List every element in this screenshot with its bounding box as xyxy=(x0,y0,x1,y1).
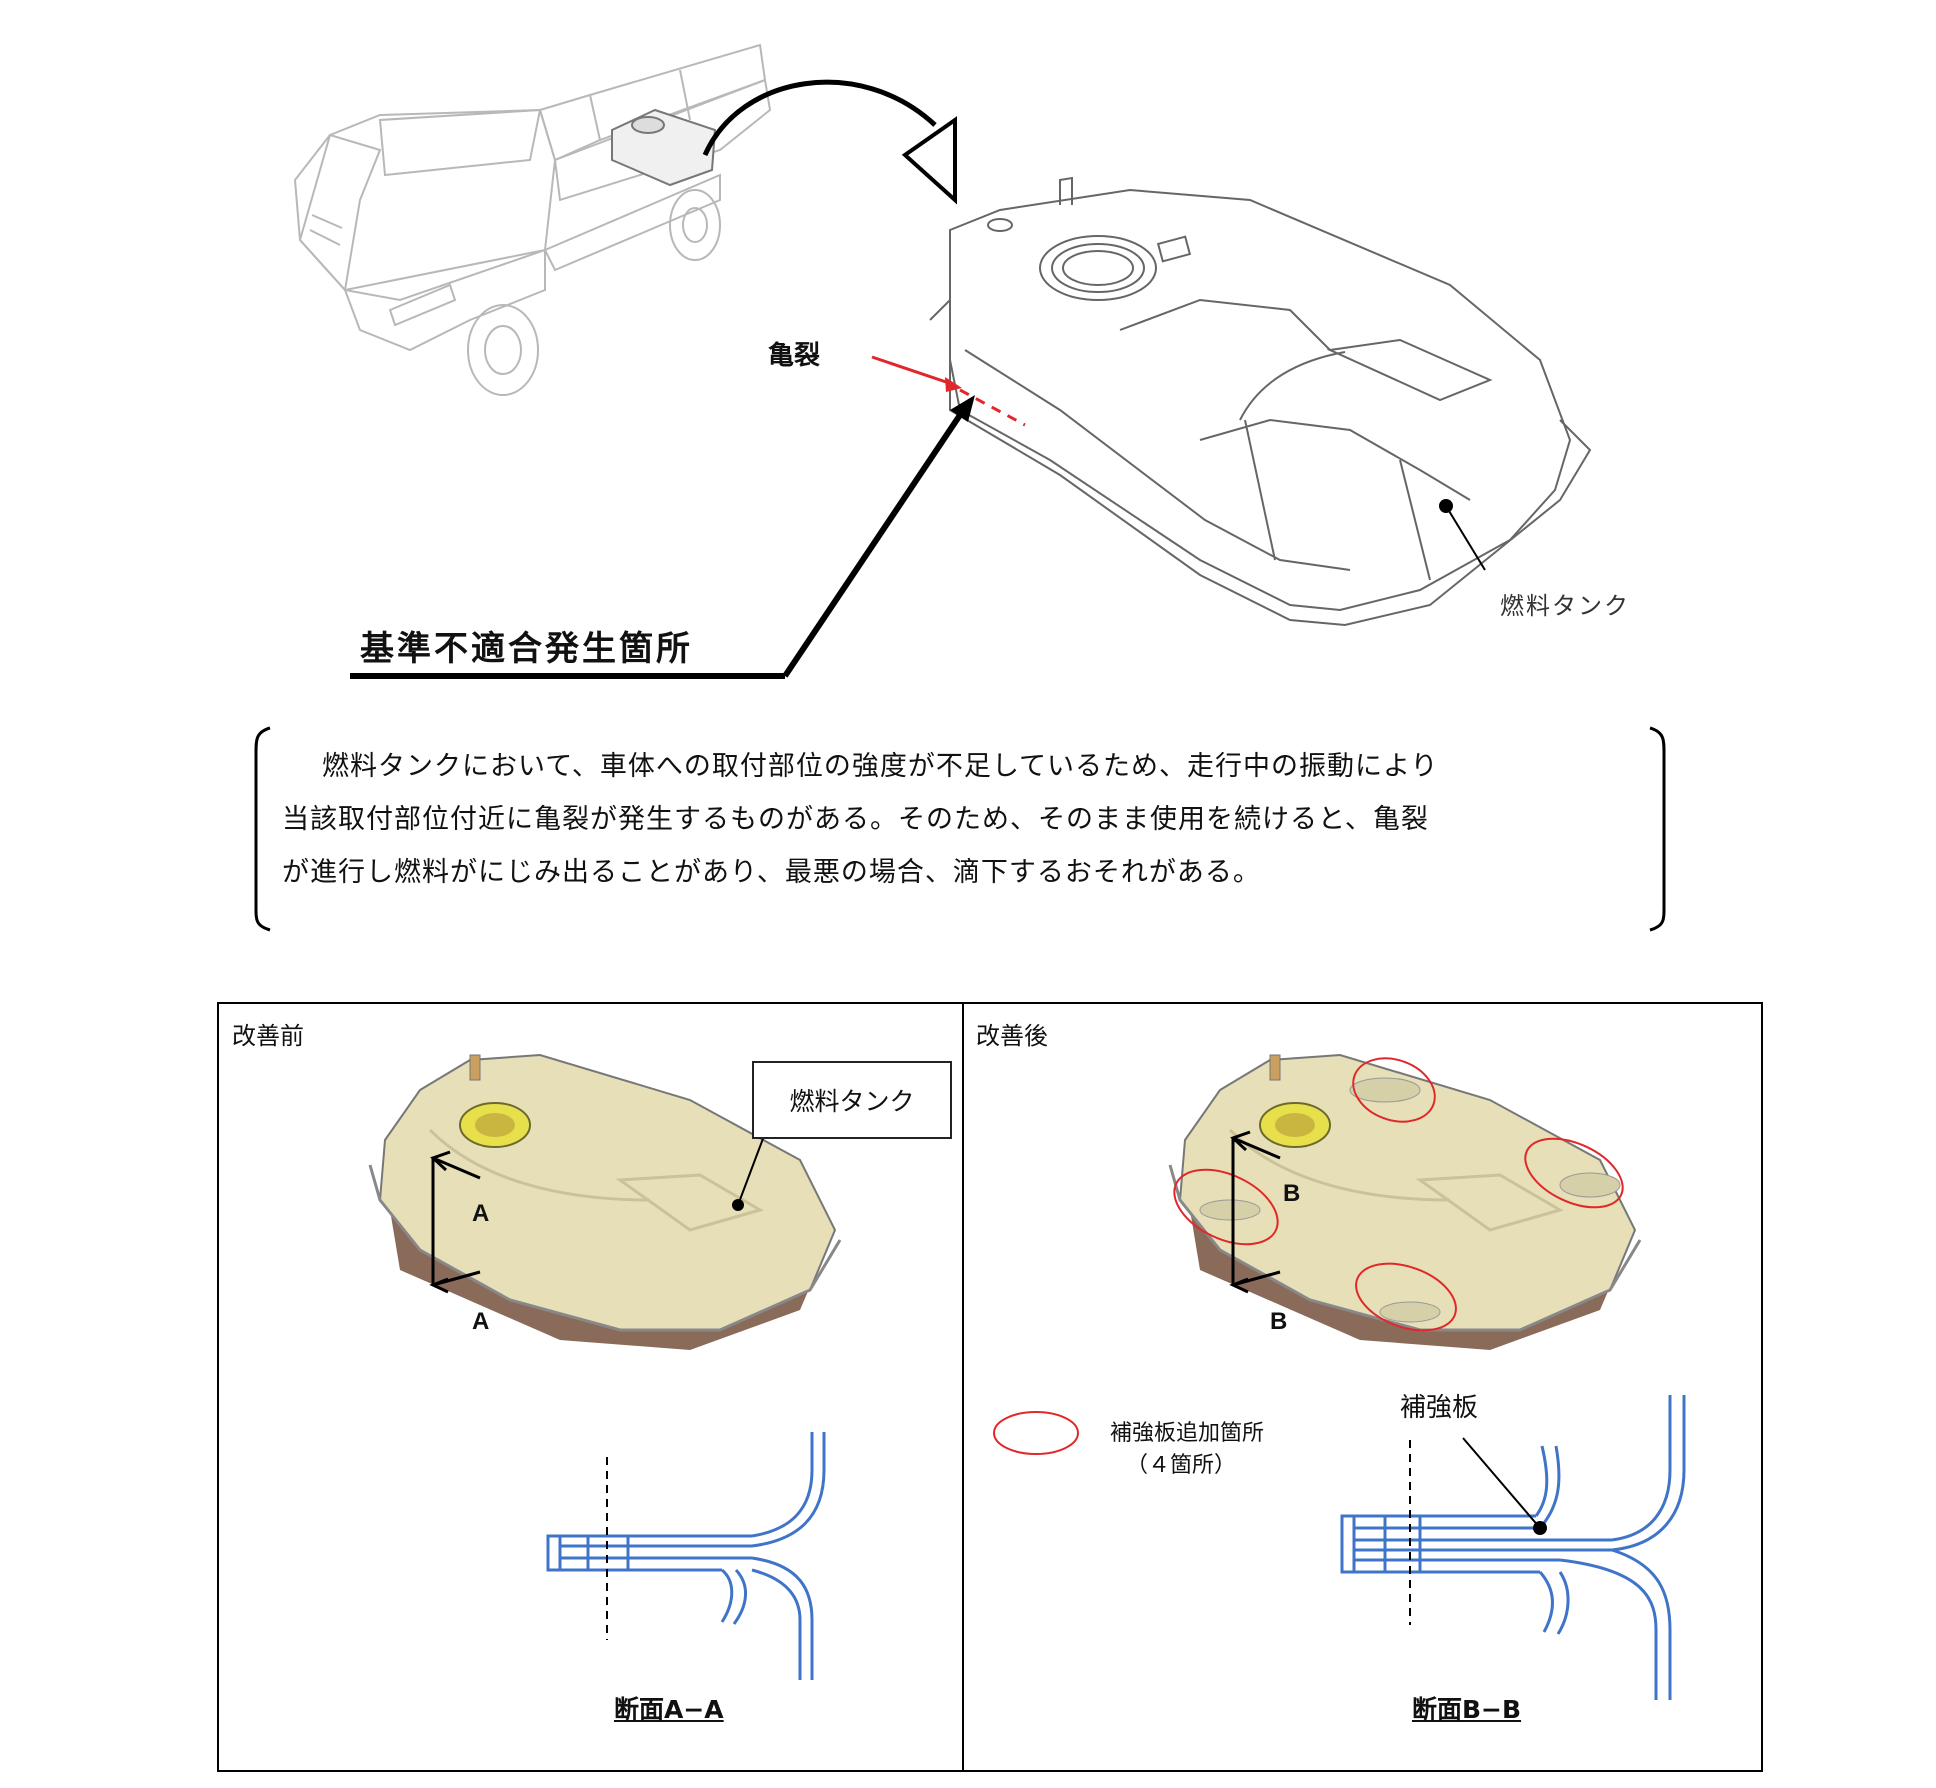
nonconformity-leader xyxy=(350,395,975,679)
section-b-lower-letter: B xyxy=(1270,1308,1288,1335)
section-marker-b xyxy=(1229,1130,1281,1294)
before-tank-label: 燃料タンク xyxy=(789,1087,915,1116)
truck-outline xyxy=(293,43,772,396)
curved-arrow xyxy=(702,79,957,205)
legend-line-2: （４箇所） xyxy=(1126,1453,1237,1478)
crack-indicator-arrow xyxy=(871,355,1026,427)
section-a-upper-letter: A xyxy=(472,1200,490,1227)
legend-ellipse xyxy=(993,1411,1079,1455)
reinforcement-highlights xyxy=(1173,1057,1624,1332)
section-b-upper-letter: B xyxy=(1283,1180,1301,1207)
section-b-caption: 断面B−B xyxy=(1412,1695,1522,1724)
description-line-3: が進行し燃料がにじみ出ることがあり、最悪の場合、滴下するおそれがある。 xyxy=(282,857,1261,888)
reinforcement-label: 補強板 xyxy=(1400,1393,1479,1423)
cross-section-b xyxy=(1340,1395,1686,1700)
section-a-caption: 断面A−A xyxy=(614,1695,724,1724)
tank-label-leader xyxy=(1439,499,1486,571)
fuel-tank-outline xyxy=(929,176,1592,627)
cross-section-a xyxy=(546,1432,826,1680)
crack-label: 亀裂 xyxy=(768,341,821,371)
after-panel-title: 改善後 xyxy=(976,1022,1048,1050)
legend-line-1: 補強板追加箇所 xyxy=(1110,1421,1265,1446)
comparison-frame xyxy=(217,1002,1763,1772)
description-line-1: 燃料タンクにおいて、車体への取付部位の強度が不足しているため、走行中の振動により xyxy=(322,751,1439,782)
section-a-lower-letter: A xyxy=(472,1308,490,1335)
description-brackets xyxy=(254,726,1666,932)
after-tank-image xyxy=(1168,1053,1642,1350)
before-tank-label-box: 燃料タンク xyxy=(752,1061,952,1139)
fuel-tank-label: 燃料タンク xyxy=(1500,592,1630,620)
reinforcement-leader xyxy=(1462,1437,1547,1535)
description-line-2: 当該取付部位付近に亀裂が発生するものがある。そのため、そのまま使用を続けると、亀… xyxy=(282,804,1429,835)
nonconformity-label: 基準不適合発生箇所 xyxy=(360,629,693,669)
legend-text: 補強板追加箇所 （４箇所） xyxy=(1110,1418,1264,1482)
before-tank-image xyxy=(368,1053,842,1350)
before-panel-title: 改善前 xyxy=(232,1022,304,1050)
description-text: 燃料タンクにおいて、車体への取付部位の強度が不足しているため、走行中の振動により… xyxy=(282,740,1622,899)
small-tank-on-truck xyxy=(611,108,717,187)
section-marker-a xyxy=(429,1150,481,1294)
